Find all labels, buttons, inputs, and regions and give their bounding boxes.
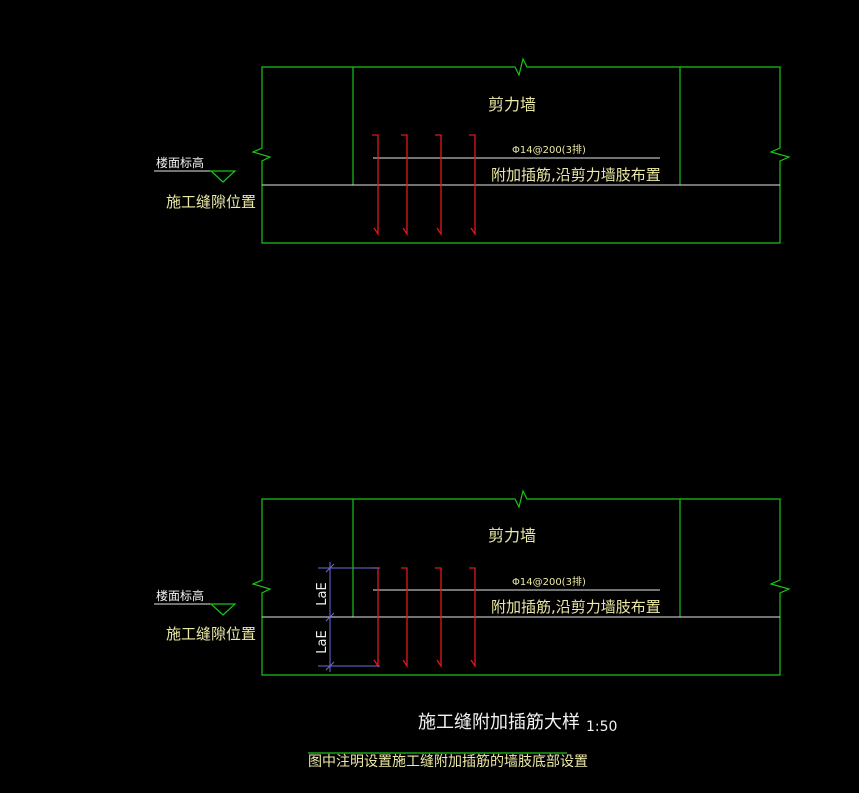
dim-label-upper: LaE <box>315 582 330 605</box>
bottom-rebar-4 <box>469 567 476 669</box>
top-rebar-1 <box>372 134 379 237</box>
dim-label-lower: LaE <box>315 630 330 653</box>
bottom-wall-outline <box>251 489 791 676</box>
dim-tick-top <box>325 563 335 573</box>
footer-note: 图中注明设置施工缝附加插筋的墙肢底部设置 <box>308 753 588 770</box>
top-joint-label: 施工缝隙位置 <box>166 193 256 211</box>
detail-title: 施工缝附加插筋大样 <box>418 712 580 733</box>
top-rebar-2 <box>401 134 408 237</box>
top-wall-outline <box>251 57 791 244</box>
dim-tick-bottom <box>325 661 335 671</box>
top-wall-label: 剪力墙 <box>488 95 536 114</box>
top-rebar-4 <box>469 134 476 237</box>
bottom-rebar-note: 附加插筋,沿剪力墙肢布置 <box>491 598 661 616</box>
bottom-rebar-spec: Φ14@200(3排) <box>512 575 586 588</box>
bottom-wall-label: 剪力墙 <box>488 526 536 545</box>
bottom-floor-level-label: 楼面标高 <box>156 588 204 603</box>
bottom-detail: LaE LaE 剪力墙 Φ14@200(3排) 附加插筋,沿剪力墙肢布置 楼面标… <box>154 489 791 676</box>
bottom-joint-label: 施工缝隙位置 <box>166 625 256 643</box>
top-detail: 剪力墙 Φ14@200(3排) 附加插筋,沿剪力墙肢布置 楼面标高 施工缝隙位置 <box>154 57 791 244</box>
dim-tick-mid <box>325 612 335 622</box>
bottom-rebar-group <box>372 567 476 669</box>
detail-scale: 1:50 <box>586 719 617 735</box>
bottom-floor-level-triangle <box>209 603 237 616</box>
top-floor-level-triangle <box>209 170 237 183</box>
bottom-rebar-2 <box>401 567 408 669</box>
top-rebar-3 <box>435 134 442 237</box>
bottom-rebar-3 <box>435 567 442 669</box>
top-rebar-group <box>372 134 476 237</box>
top-floor-level-label: 楼面标高 <box>156 155 204 170</box>
top-rebar-note: 附加插筋,沿剪力墙肢布置 <box>491 166 661 184</box>
footer: 施工缝附加插筋大样 1:50 图中注明设置施工缝附加插筋的墙肢底部设置 <box>308 712 617 770</box>
lae-dimension: LaE LaE <box>315 562 380 672</box>
top-rebar-spec: Φ14@200(3排) <box>512 143 586 156</box>
